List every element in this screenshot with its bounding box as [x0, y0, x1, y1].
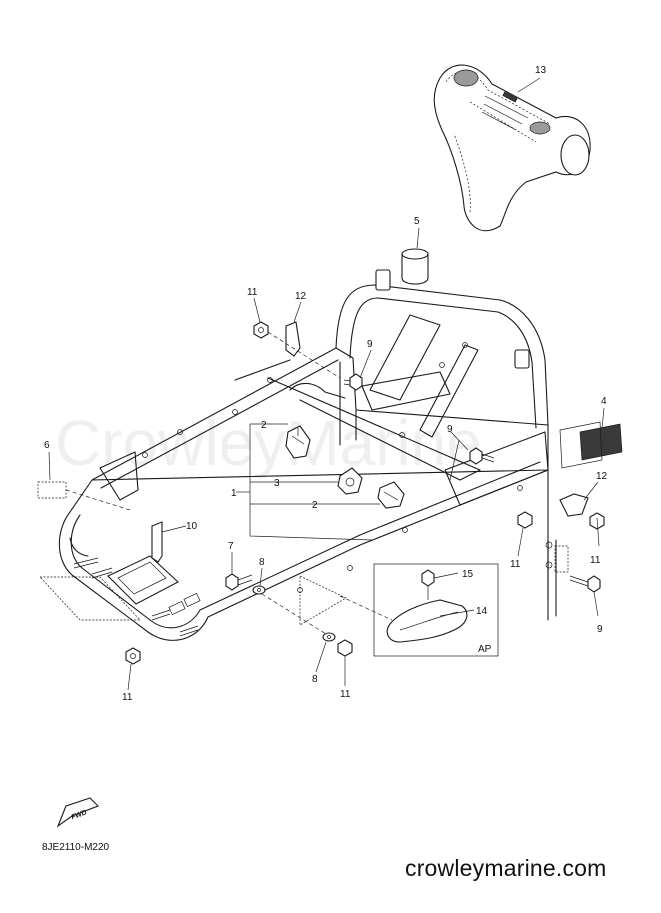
watermark-text: CrowleyMarine	[55, 407, 482, 479]
clamp-3	[337, 467, 363, 495]
callout-1: 1	[231, 488, 237, 499]
washer-8-upper	[252, 585, 266, 595]
clip-10	[151, 521, 163, 563]
label-6	[37, 481, 67, 499]
callout-9-mid: 9	[447, 424, 453, 435]
hinge-12-right	[559, 493, 589, 517]
bolt-9-top	[343, 373, 363, 391]
clamp-2-lower	[377, 481, 405, 509]
callout-11-right-mid: 11	[510, 559, 521, 570]
callout-5: 5	[414, 216, 420, 227]
hinge-12-left	[285, 321, 301, 357]
handle-pole-cover-13	[433, 64, 591, 232]
callout-6: 6	[44, 440, 50, 451]
inset-label-ap: AP	[478, 644, 492, 655]
leader-lines	[48, 77, 605, 691]
callout-15: 15	[462, 569, 474, 580]
site-link[interactable]: crowleymarine.com	[405, 855, 607, 881]
callout-11-far-right: 11	[590, 555, 601, 566]
bolt-left	[73, 557, 199, 637]
bumper-bracket	[69, 537, 201, 616]
callout-14: 14	[476, 606, 488, 617]
bushing-5	[401, 248, 429, 285]
nut-11-top	[253, 321, 269, 339]
callout-2-lower: 2	[312, 500, 318, 511]
callout-8-upper: 8	[259, 557, 265, 568]
nut-11-lower-left	[125, 647, 141, 665]
nut-11-right-mid	[517, 511, 533, 529]
fwd-arrow: FWD	[56, 797, 99, 828]
callout-11-lower-mid: 11	[340, 689, 351, 700]
callout-11-top: 11	[247, 287, 258, 298]
callout-11-lower-left: 11	[122, 692, 133, 703]
hull-frame	[58, 269, 557, 641]
callout-10: 10	[186, 521, 198, 532]
callouts: 13 5 11 12 9 4 9 6 2 12 3 1 2 10 7 11 11…	[44, 65, 608, 703]
washer-8-lower	[322, 632, 336, 642]
bolt-9-lower-right	[569, 575, 601, 593]
drawing-code: 8JE2110-M220	[42, 842, 110, 853]
callout-7: 7	[228, 541, 234, 552]
inset-ap	[373, 563, 499, 657]
callout-9-lower-right: 9	[597, 624, 603, 635]
label-4	[559, 421, 623, 469]
callout-4: 4	[601, 396, 607, 407]
callout-9-top: 9	[367, 339, 373, 350]
callout-13: 13	[535, 65, 547, 76]
nut-11-lower-mid	[337, 639, 353, 657]
bolt-9-mid	[469, 447, 495, 465]
callout-12-right: 12	[596, 471, 608, 482]
clamp-2-upper	[285, 425, 311, 459]
callout-8-lower: 8	[312, 674, 318, 685]
callout-2-upper: 2	[261, 420, 267, 431]
callout-12-top: 12	[295, 291, 307, 302]
callout-3: 3	[274, 478, 280, 489]
